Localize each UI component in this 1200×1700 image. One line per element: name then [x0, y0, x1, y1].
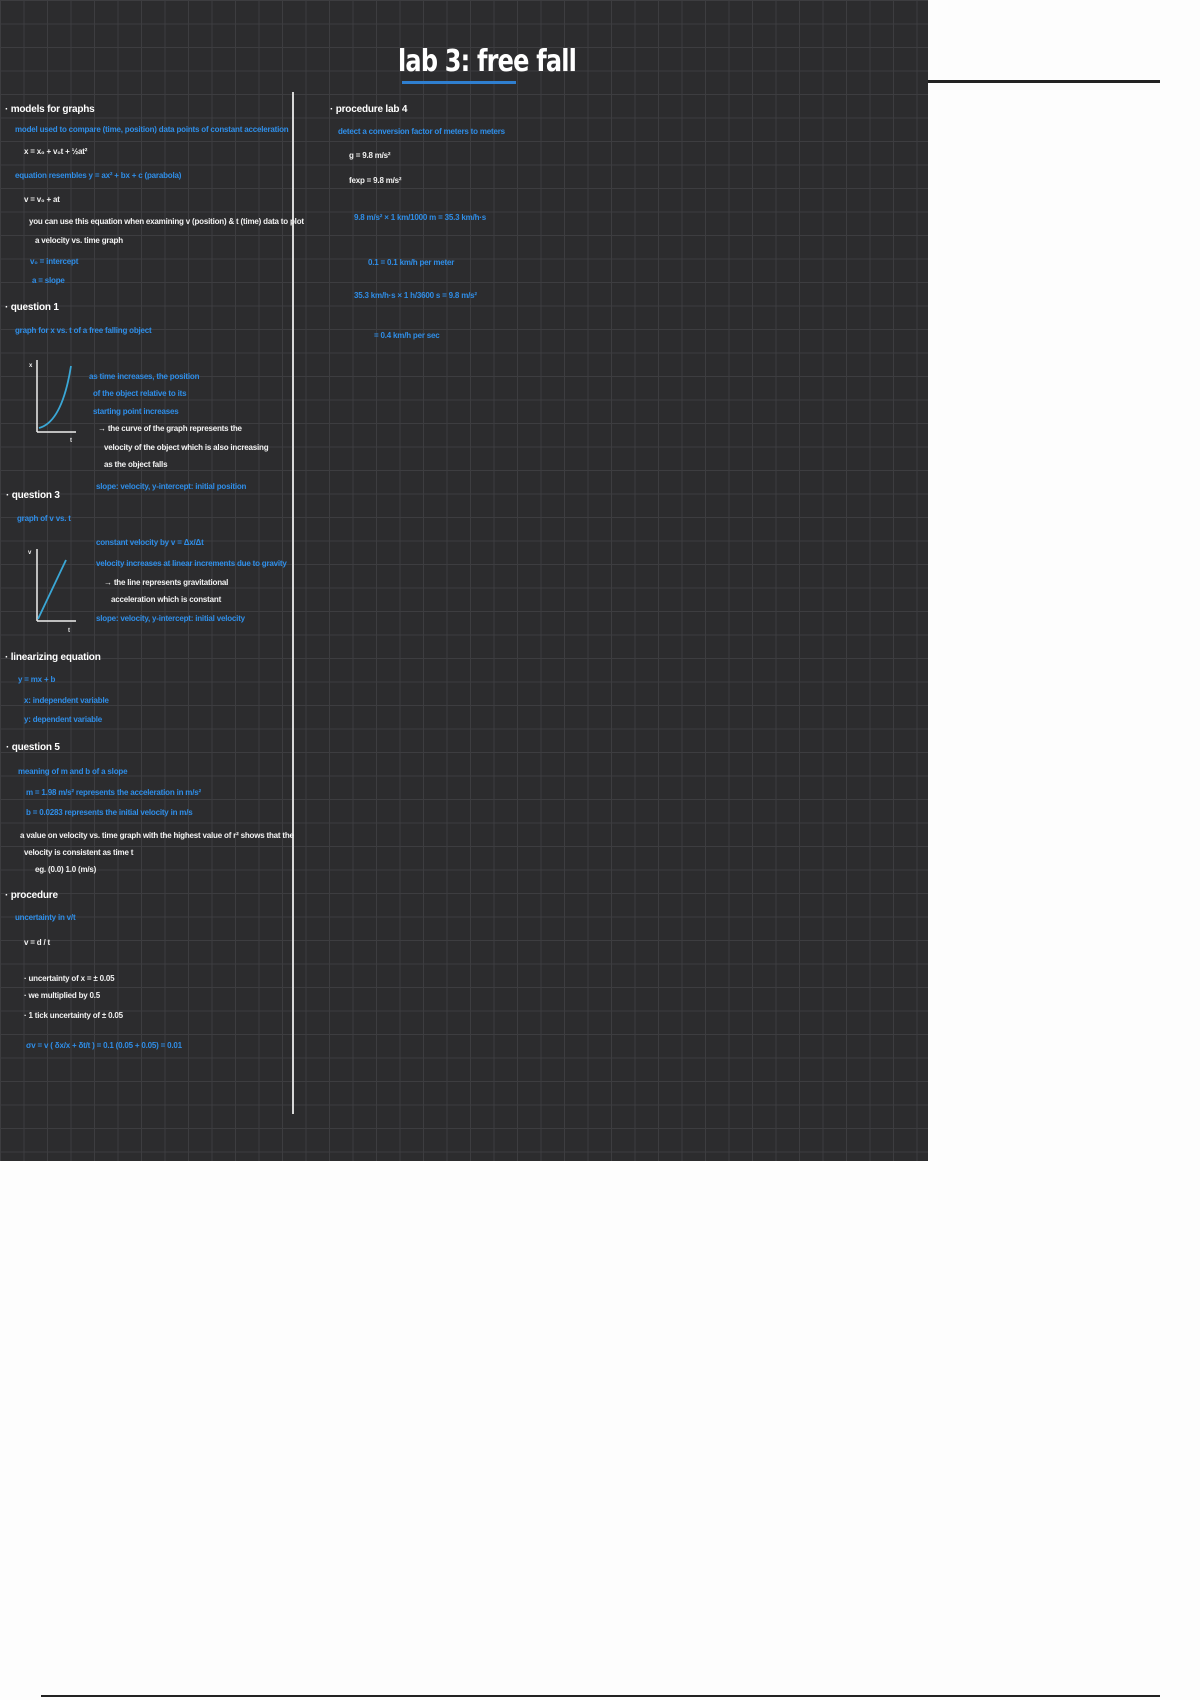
note-line: graph for x vs. t of a free falling obje…: [15, 326, 152, 335]
note-line: v = d / t: [24, 938, 50, 947]
column-divider: [292, 92, 294, 1114]
section-heading-models: · models for graphs: [5, 104, 95, 115]
note-line: y = mx + b: [18, 675, 56, 684]
section-heading-question-5: · question 5: [6, 742, 60, 753]
title-underline: [402, 81, 516, 84]
horizontal-rule: [41, 1695, 1160, 1697]
section-heading-procedure-lab-4: · procedure lab 4: [330, 104, 408, 115]
note-line: acceleration which is constant: [111, 595, 222, 604]
section-heading-procedure: · procedure: [5, 890, 58, 901]
note-line: v₀ = intercept: [30, 257, 79, 266]
note-line: slope: velocity, y-intercept: initial po…: [96, 482, 247, 491]
note-line: m = 1.98 m/s² represents the acceleratio…: [26, 788, 201, 797]
note-line: of the object relative to its: [93, 389, 187, 398]
note-line: as the object falls: [104, 460, 168, 469]
note-line: as time increases, the position: [89, 372, 200, 381]
note-line: → the line represents gravitational: [104, 578, 229, 587]
axis-label-y: v: [28, 550, 32, 556]
section-heading-question-3: · question 3: [6, 490, 60, 501]
note-line: · 1 tick uncertainty of ± 0.05: [24, 1011, 123, 1020]
note-line: fexp = 9.8 m/s²: [349, 176, 402, 185]
note-line: equation resembles y = ax² + bx + c (par…: [15, 171, 182, 180]
note-line: x: independent variable: [24, 696, 109, 705]
axis-label-x: t: [68, 628, 70, 634]
note-line: graph of v vs. t: [17, 514, 71, 523]
axis-label-x: t: [70, 438, 72, 444]
note-line: → the curve of the graph represents the: [98, 424, 242, 433]
note-line: a value on velocity vs. time graph with …: [20, 831, 294, 840]
note-line: v = v₀ + at: [24, 195, 60, 204]
note-line: starting point increases: [93, 407, 179, 416]
section-heading-linearizing: · linearizing equation: [5, 652, 101, 663]
note-line: constant velocity by v = Δx/Δt: [96, 538, 204, 547]
note-line: g = 9.8 m/s²: [349, 151, 391, 160]
velocity-time-graph: [36, 549, 76, 622]
axis-label-y: x: [29, 363, 33, 369]
note-line: velocity increases at linear increments …: [96, 559, 287, 568]
note-line: uncertainty in v/t: [15, 913, 76, 922]
linear-line: [37, 559, 67, 620]
horizontal-rule: [928, 80, 1160, 83]
note-line: meaning of m and b of a slope: [18, 767, 128, 776]
note-line: you can use this equation when examining…: [29, 217, 304, 226]
note-line: x = x₀ + v₀t + ½at²: [24, 147, 88, 156]
section-heading-question-1: · question 1: [5, 302, 59, 313]
note-line: b = 0.0283 represents the initial veloci…: [26, 808, 193, 817]
parabola-curve: [38, 365, 72, 429]
note-line: · uncertainty of x = ± 0.05: [24, 974, 115, 983]
note-line: eg. (0.0) 1.0 (m/s): [35, 865, 97, 874]
note-line: 35.3 km/h·s × 1 h/3600 s = 9.8 m/s²: [354, 291, 477, 300]
note-line: · we multiplied by 0.5: [24, 991, 101, 1000]
note-line: = 0.4 km/h per sec: [374, 331, 440, 340]
position-time-graph: [36, 360, 76, 433]
note-line: a velocity vs. time graph: [35, 236, 123, 245]
page-title: lab 3: free fall: [398, 44, 577, 79]
note-line: velocity of the object which is also inc…: [104, 443, 269, 452]
note-line: a = slope: [32, 276, 65, 285]
note-line: 0.1 = 0.1 km/h per meter: [368, 258, 455, 267]
notes-canvas: lab 3: free fall · models for graphs mod…: [0, 0, 928, 1161]
note-line: 9.8 m/s² × 1 km/1000 m = 35.3 km/h·s: [354, 213, 486, 222]
note-line: velocity is consistent as time t: [24, 848, 134, 857]
note-line: model used to compare (time, position) d…: [15, 125, 289, 134]
note-line: σv = v ( δx/x + δt/t ) = 0.1 (0.05 + 0.0…: [26, 1041, 182, 1050]
note-line: slope: velocity, y-intercept: initial ve…: [96, 614, 245, 623]
note-line: y: dependent variable: [24, 715, 103, 724]
note-line: detect a conversion factor of meters to …: [338, 127, 505, 136]
